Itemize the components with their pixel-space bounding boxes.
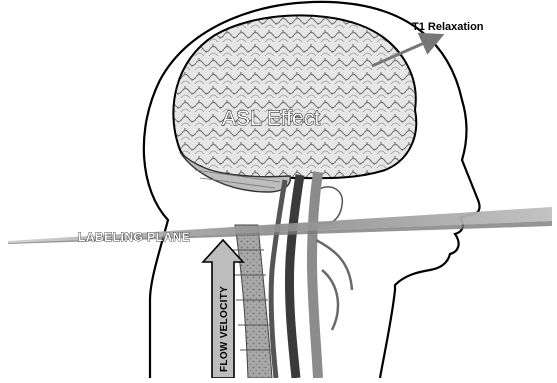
flow-velocity-label: FLOW VELOCITY <box>219 286 230 372</box>
brain <box>173 15 416 192</box>
asl-effect-label: ASL Effect <box>222 107 320 130</box>
t1-relaxation-label: T1 Relaxation <box>412 21 484 33</box>
labeling-plane-label: LABELING PLANE <box>78 230 190 244</box>
